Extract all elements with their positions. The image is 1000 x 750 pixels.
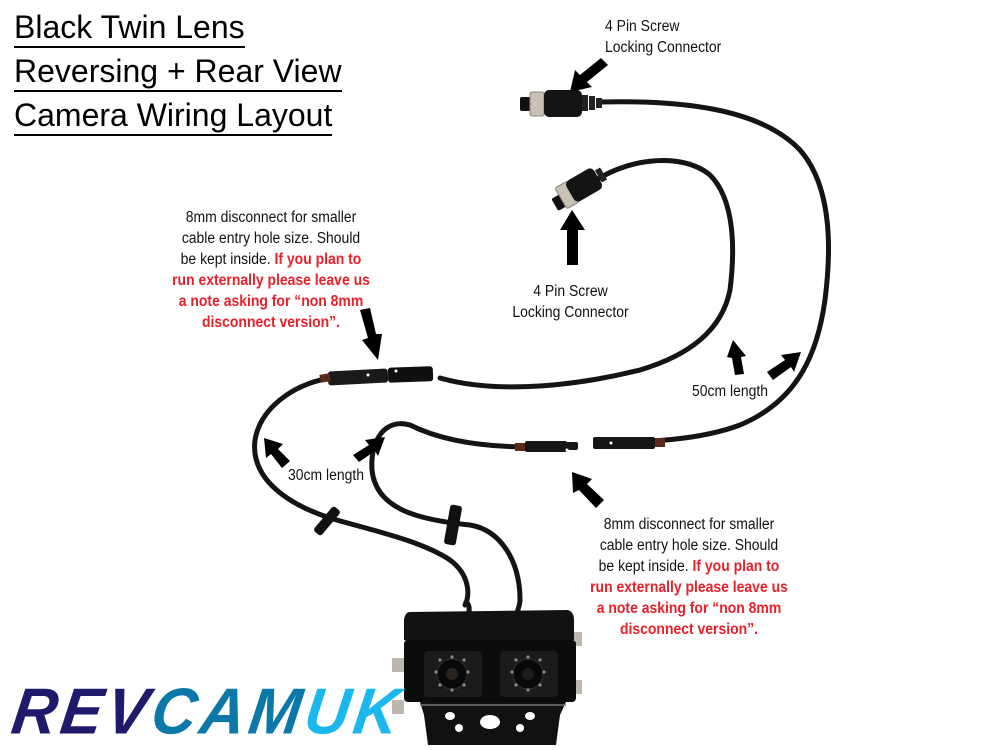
disconnect-right-line5: a note asking for “non 8mm: [596, 600, 782, 617]
grommet-left: [314, 506, 340, 536]
arrow-30cm-right: [353, 437, 385, 462]
revcamuk-logo: REVCAMUK: [7, 675, 408, 749]
title-line-3: Camera Wiring Layout: [14, 96, 333, 136]
arrow-30cm-left: [264, 438, 290, 468]
label-connector-middle-line2: Locking Connector: [512, 304, 629, 321]
disconnect-left-line6: disconnect version”.: [201, 314, 340, 331]
label-30cm-length: 30cm length: [288, 467, 365, 484]
disconnect-right-line4: run externally please leave us: [590, 579, 788, 596]
logo-uk: UK: [300, 675, 408, 749]
disconnect-right-line3-red: If you plan to: [692, 558, 780, 575]
label-connector-middle: 4 Pin Screw Locking Connector: [501, 281, 641, 323]
cable-outer-left-segment: [369, 421, 533, 603]
arrow-top-connector: [570, 58, 608, 92]
arrow-50cm-left: [727, 340, 746, 375]
disconnect-right-line6: disconnect version”.: [619, 621, 758, 638]
label-connector-middle-line1: 4 Pin Screw: [533, 283, 608, 300]
label-disconnect-right: 8mm disconnect for smaller cable entry h…: [577, 514, 802, 640]
grommet-right: [444, 504, 462, 546]
disconnect-right: [515, 437, 665, 452]
disconnect-left-line5: a note asking for “non 8mm: [178, 293, 364, 310]
cable-outer: [597, 99, 831, 446]
cable-inner: [437, 158, 736, 390]
arrow-right-disconnect: [572, 472, 604, 508]
disconnect-right-line3-black: be kept inside.: [598, 558, 689, 575]
disconnect-left: [319, 366, 434, 386]
disconnect-right-line2: cable entry hole size. Should: [599, 537, 779, 554]
label-connector-top: 4 Pin Screw Locking Connector: [605, 16, 721, 58]
title-line-2: Reversing + Rear View: [14, 52, 342, 92]
arrow-50cm-right: [767, 352, 801, 380]
label-disconnect-left: 8mm disconnect for smaller cable entry h…: [159, 207, 384, 333]
disconnect-left-line3: be kept inside. If you plan to: [159, 249, 384, 270]
diagram-title: Black Twin Lens Reversing + Rear View Ca…: [14, 8, 342, 140]
connector-top: [520, 90, 602, 117]
logo-rev: REV: [7, 675, 158, 749]
disconnect-left-line4: run externally please leave us: [172, 272, 370, 289]
label-50cm-length: 50cm length: [692, 383, 769, 400]
title-line-1: Black Twin Lens: [14, 8, 245, 48]
disconnect-left-line3-red: If you plan to: [274, 251, 362, 268]
disconnect-left-line1: 8mm disconnect for smaller: [185, 209, 357, 226]
disconnect-left-line3-black: be kept inside.: [180, 251, 271, 268]
connector-middle: [552, 167, 608, 211]
disconnect-right-line3: be kept inside. If you plan to: [577, 556, 802, 577]
logo-cam: CAM: [147, 675, 311, 749]
cable-inner-left-segment: [252, 375, 471, 608]
disconnect-left-line2: cable entry hole size. Should: [181, 230, 361, 247]
disconnect-right-line1: 8mm disconnect for smaller: [603, 516, 775, 533]
arrows: [264, 58, 801, 508]
arrow-middle-connector: [560, 210, 585, 265]
camera-body: [392, 610, 582, 745]
arrow-left-disconnect: [360, 308, 382, 360]
label-connector-top-line1: 4 Pin Screw: [605, 18, 680, 35]
label-connector-top-line2: Locking Connector: [605, 39, 722, 56]
